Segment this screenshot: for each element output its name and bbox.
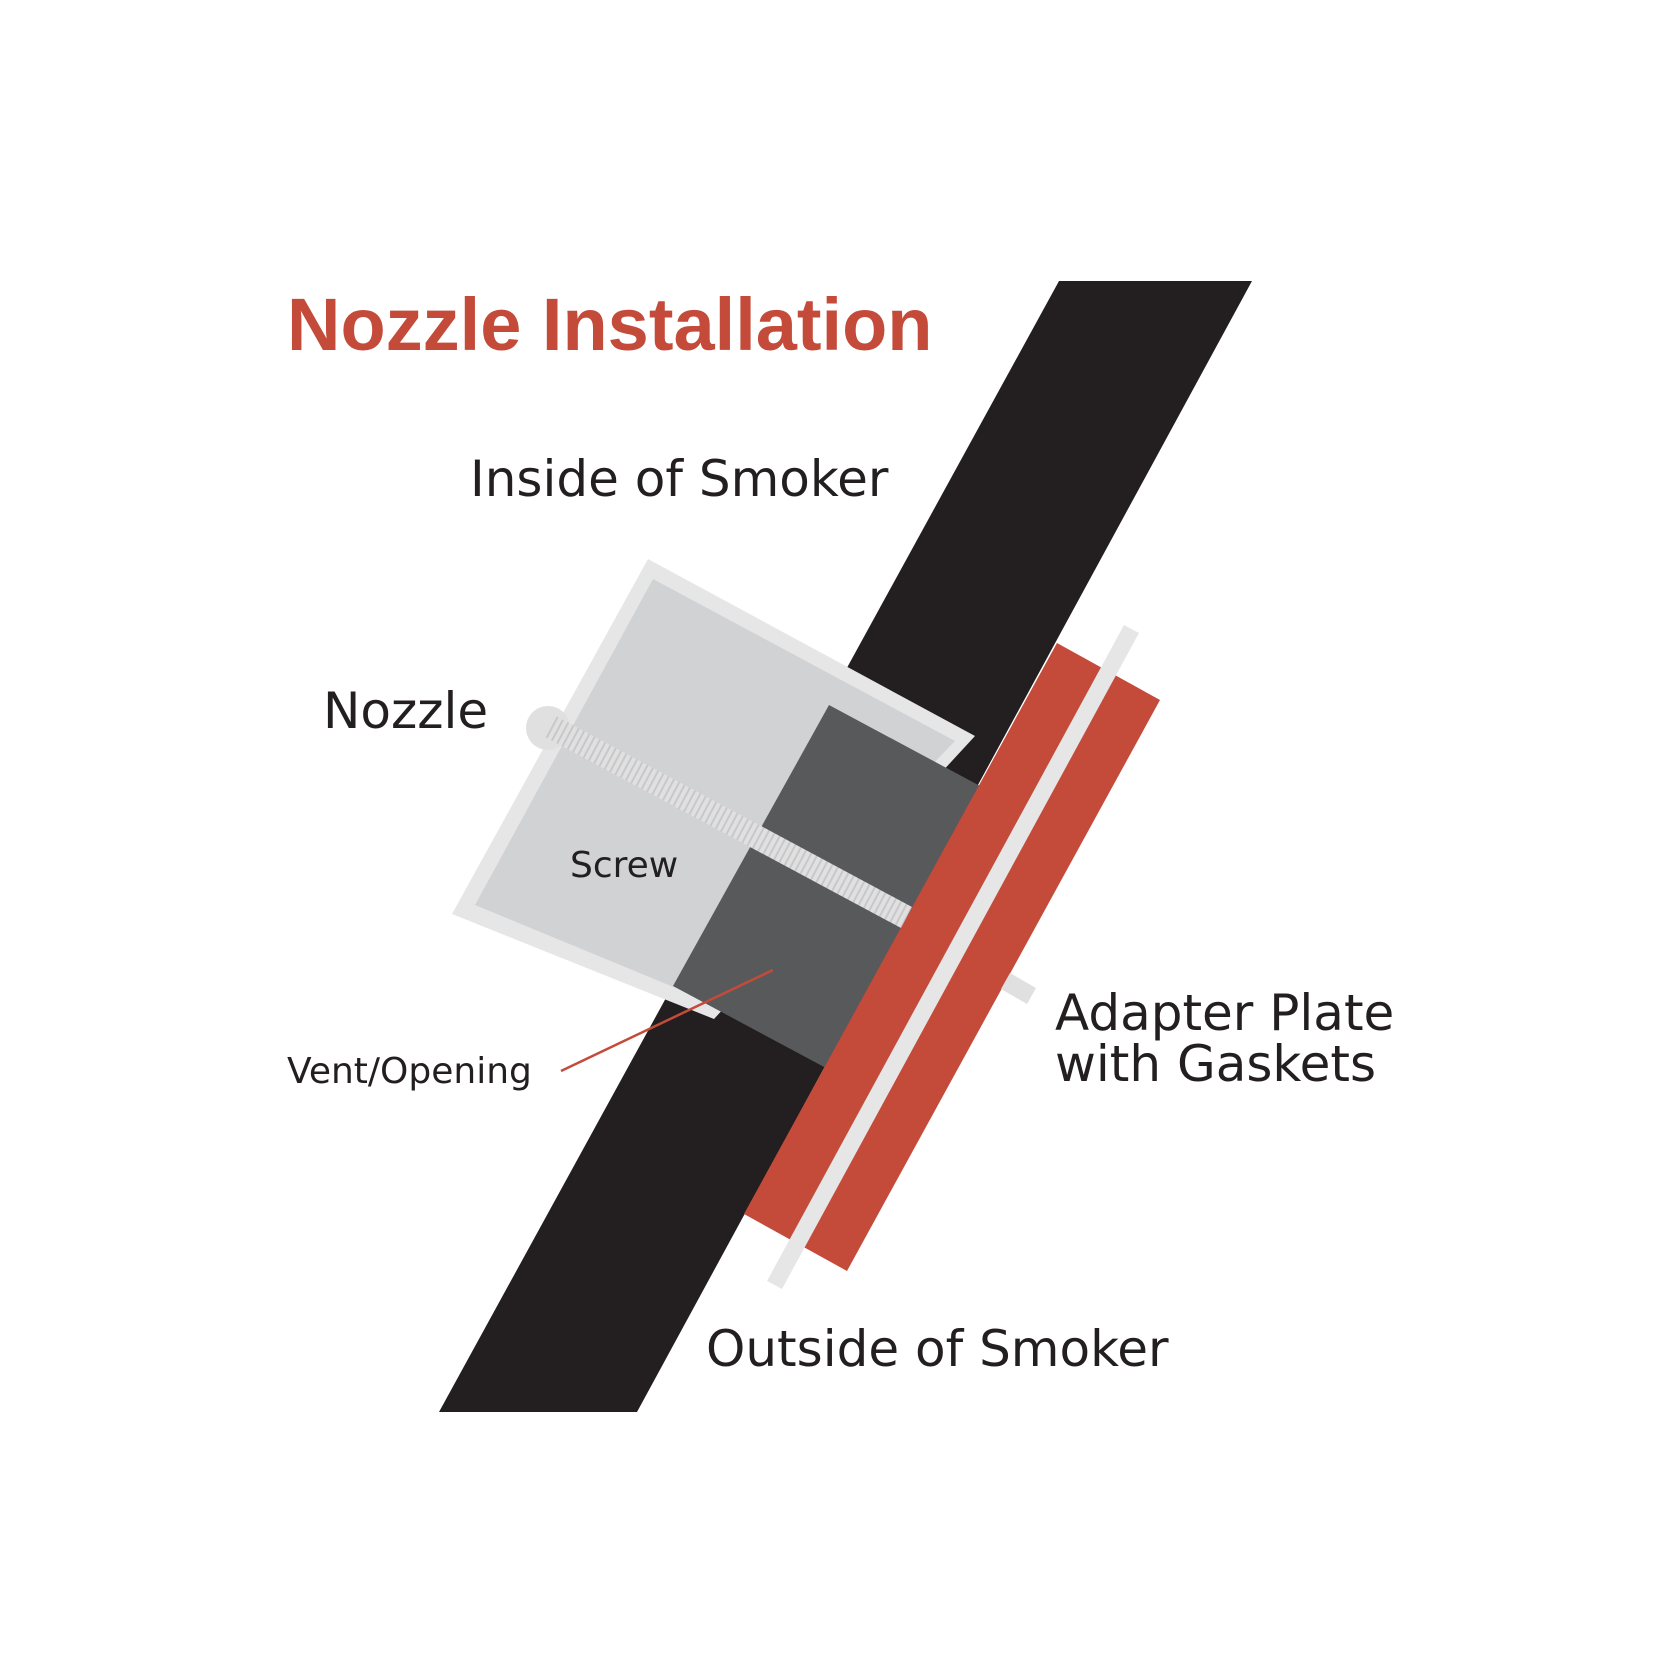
outside-of-smoker-label: Outside of Smoker: [706, 1320, 1169, 1378]
adapter-plate-label-line1: Adapter Plate: [1055, 984, 1394, 1042]
nozzle-body: [475, 579, 955, 1000]
diagram-title: Nozzle Installation: [287, 283, 933, 366]
screw-tip: [1001, 973, 1036, 1004]
screw-label: Screw: [570, 845, 678, 886]
adapter-plate-label-line2: with Gaskets: [1055, 1035, 1376, 1093]
vent-opening-label: Vent/Opening: [287, 1051, 532, 1092]
screw-shaft: [545, 716, 912, 928]
vent-leader-line: [560, 968, 774, 1073]
nozzle-label: Nozzle: [323, 682, 488, 740]
adapter-plate: [767, 625, 1139, 1289]
inside-of-smoker-label: Inside of Smoker: [470, 450, 889, 508]
